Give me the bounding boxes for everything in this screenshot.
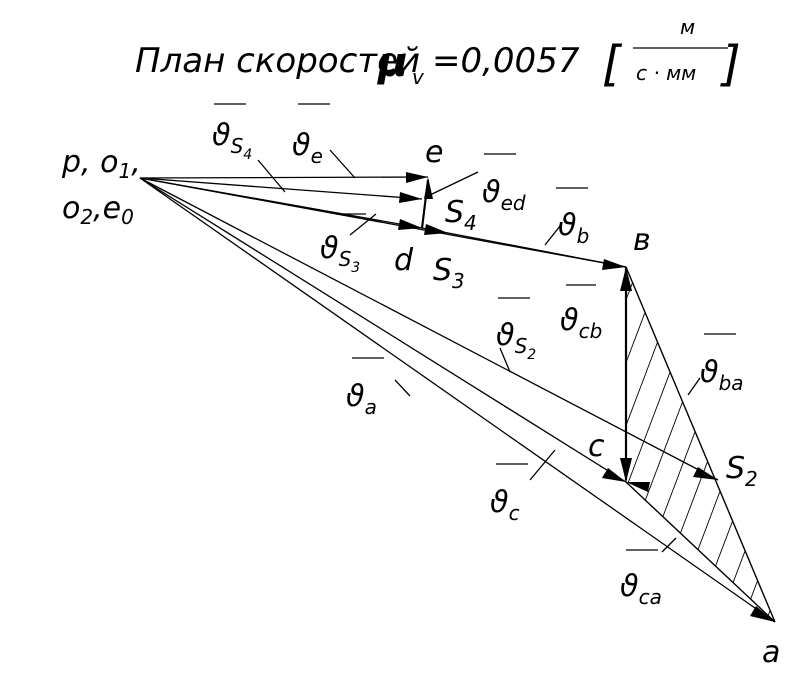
vector-labels: ϑS4 ϑe ϑed ϑS3 ϑb ϑcb ϑS2 ϑba ϑa ϑc ϑca	[212, 103, 744, 609]
arrowhead-s3	[424, 224, 448, 235]
point-a-label: a	[762, 635, 780, 670]
arrowhead-ba	[620, 267, 632, 291]
point-b-label: в	[633, 223, 651, 258]
arrowhead-ed	[424, 177, 433, 199]
point-s4-label: S4	[445, 195, 477, 235]
unit-numerator: м	[680, 15, 695, 39]
vb-label: ϑb	[558, 208, 589, 248]
leader-va	[394, 379, 411, 397]
arrowheads	[398, 172, 775, 622]
arrowhead-c	[602, 468, 626, 482]
point-c-label: c	[588, 429, 605, 464]
arrowhead-d	[398, 219, 422, 230]
arrowhead-s4	[399, 192, 422, 203]
leader-vs3	[349, 213, 377, 236]
triangle-outline	[625, 266, 776, 623]
vector-vs2	[139, 177, 719, 481]
point-labels: p, o1, o2,e0 e d в c a S4 S3 S2	[61, 135, 780, 670]
pole-label-line1: p, o1,	[61, 145, 141, 183]
leader-vs2	[499, 347, 511, 373]
vs4-label: ϑS4	[212, 118, 252, 163]
vector-vc	[139, 177, 627, 483]
bracket-open: [	[602, 36, 623, 92]
va-label: ϑa	[346, 379, 377, 419]
pole-label-line2: o2,e0	[62, 191, 134, 229]
leader-vb	[544, 225, 561, 246]
leader-ve	[329, 149, 356, 179]
arrowhead-s2	[693, 467, 718, 480]
vector-vs4	[139, 177, 423, 200]
vs3-label: ϑS3	[320, 231, 360, 276]
segment-db	[421, 227, 627, 268]
leader-lines	[257, 149, 701, 553]
vcb-label: ϑcb	[560, 303, 602, 343]
bracket-close: ]	[720, 36, 741, 92]
vca-label: ϑca	[620, 569, 662, 609]
point-s3-label: S3	[433, 253, 465, 293]
arrowhead-ca	[626, 482, 650, 492]
leader-vca	[661, 537, 677, 553]
leader-vba	[687, 377, 701, 396]
arrowhead-a	[750, 606, 775, 622]
mu-subscript: v	[412, 65, 425, 89]
point-s2-label: S2	[726, 451, 758, 491]
point-e-label: e	[425, 135, 443, 170]
leader-ved	[429, 171, 479, 196]
mu-symbol: μ	[376, 40, 407, 86]
vc-label: ϑc	[490, 485, 520, 525]
leader-vc	[529, 449, 556, 481]
scale-value: =0,0057	[432, 41, 580, 81]
vba-label: ϑba	[700, 355, 744, 395]
ved-label: ϑed	[482, 175, 526, 215]
vs2-label: ϑS2	[496, 318, 536, 363]
leader-vs4	[257, 159, 286, 193]
pole-vectors	[139, 176, 776, 623]
arrowhead-e	[406, 172, 428, 183]
vector-va	[139, 177, 776, 623]
point-d-label: d	[394, 243, 414, 278]
arrowhead-b	[602, 259, 626, 270]
arrowhead-cb	[620, 458, 632, 482]
ve-label: ϑe	[292, 128, 323, 168]
unit-denominator: с · мм	[636, 61, 696, 85]
plan-title: План скоростей μ v =0,0057 [ м с · мм ]	[135, 15, 741, 92]
title-prefix: План скоростей	[135, 41, 420, 81]
vector-ve	[139, 176, 429, 179]
